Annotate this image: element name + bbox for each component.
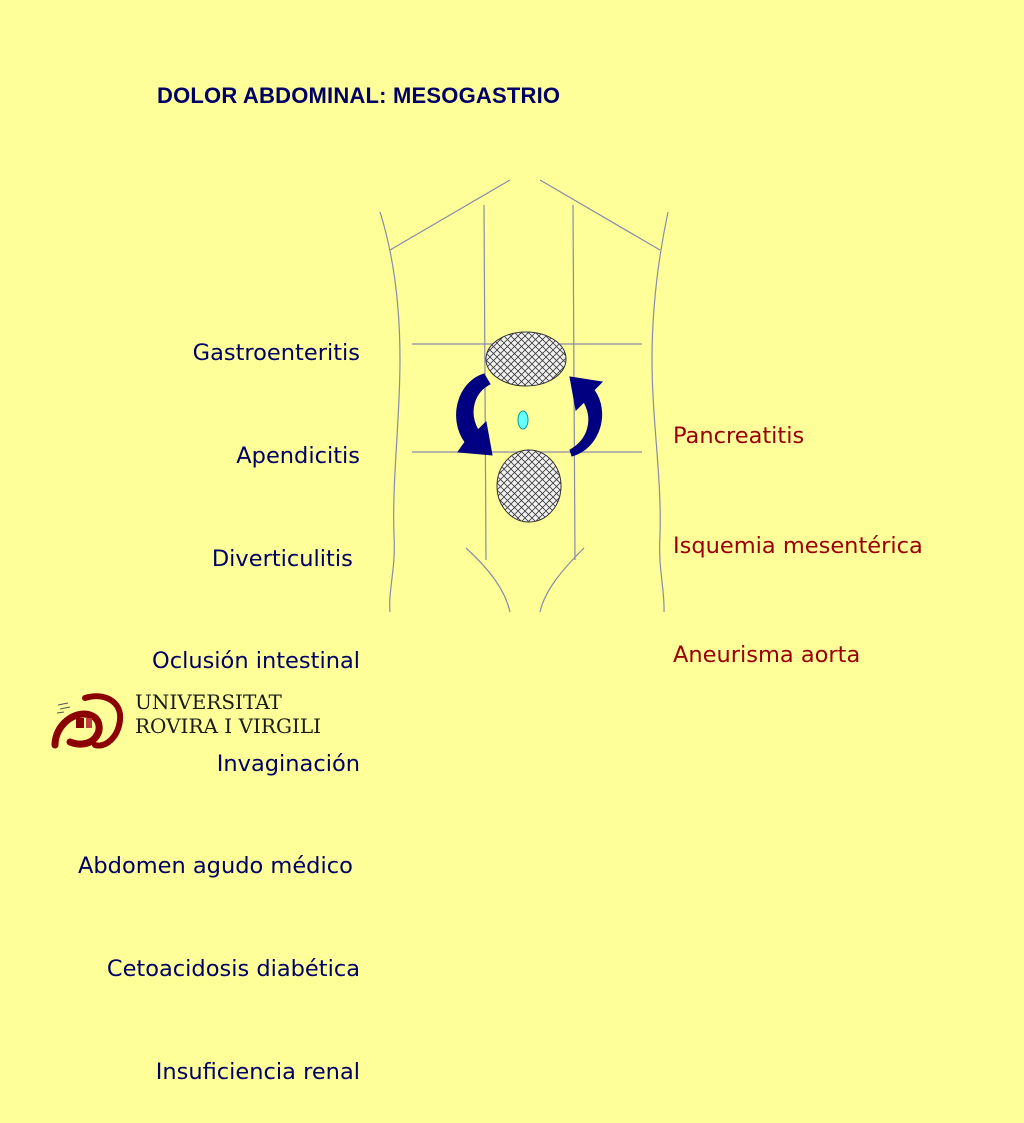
lower-hatched-region — [496, 449, 562, 523]
torso-left-shoulder-line — [389, 179, 511, 251]
torso-left-groin-line — [465, 547, 511, 613]
university-name: UNIVERSITAT ROVIRA I VIRGILI — [135, 690, 321, 738]
torso-right-groin-line — [539, 547, 585, 613]
right-cause-item: Aneurisma aorta — [673, 642, 861, 668]
left-cause-item: Gastroenteritis — [192, 340, 360, 367]
left-cause-item: Apendicitis — [236, 443, 360, 470]
right-curved-arrow — [569, 376, 604, 457]
left-cause-item: Insuficiencia renal — [155, 1058, 360, 1085]
left-cause-item: Oclusión intestinal — [151, 648, 360, 675]
torso-right-shoulder-line — [539, 179, 661, 251]
left-cause-item: Abdomen agudo médico — [77, 853, 360, 880]
slide-title: DOLOR ABDOMINAL: MESOGASTRIO — [157, 83, 561, 108]
torso-diagram — [379, 179, 669, 613]
right-causes-list: Pancreatitis Isquemia mesentérica Aneuri… — [673, 345, 923, 710]
upper-hatched-region — [485, 331, 567, 387]
university-logo — [51, 693, 124, 749]
left-curved-arrow — [456, 373, 493, 456]
torso-right-outline — [651, 211, 669, 613]
left-cause-item: Diverticulitis — [211, 545, 360, 572]
university-name-line1: UNIVERSITAT — [135, 690, 282, 714]
university-name-line2: ROVIRA I VIRGILI — [135, 714, 322, 738]
left-cause-item: Cetoacidosis diabética — [106, 956, 360, 983]
umbilicus-marker — [517, 410, 529, 430]
right-cause-item: Pancreatitis — [673, 423, 805, 449]
torso-left-outline — [379, 211, 401, 613]
right-cause-item: Isquemia mesentérica — [673, 532, 923, 559]
